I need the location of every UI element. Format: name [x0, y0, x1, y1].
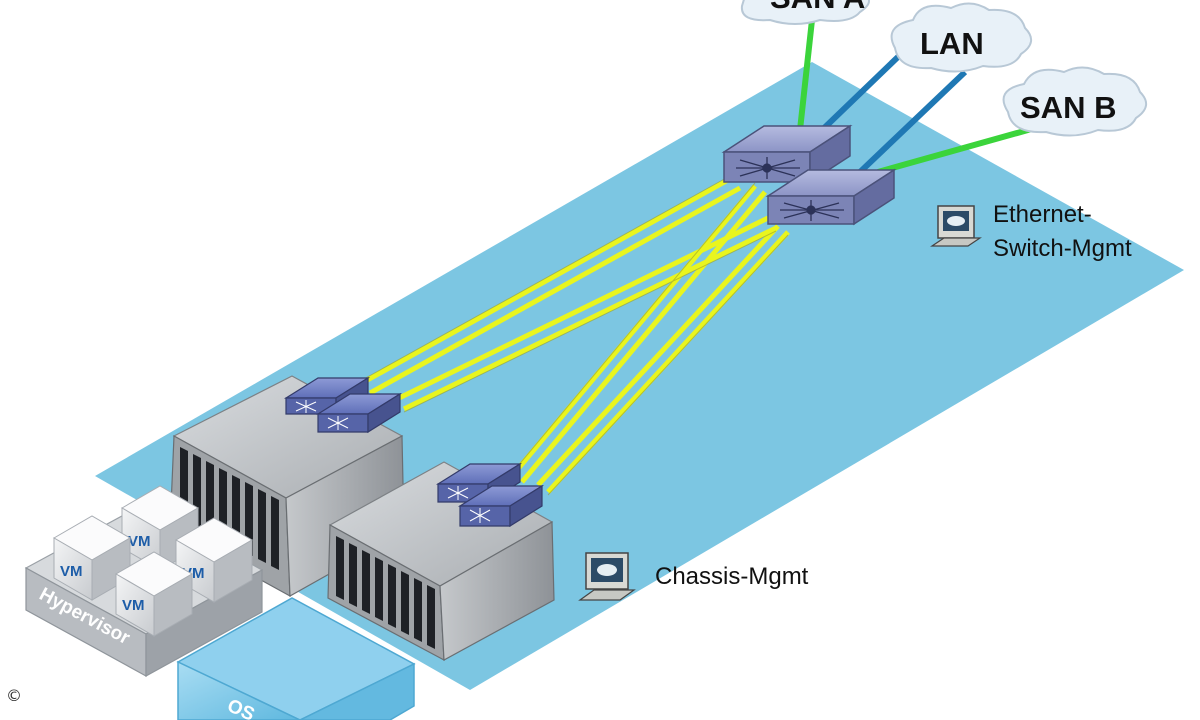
- cloud-label-san-b: SAN B: [1020, 90, 1116, 125]
- network-switch-icon: [780, 200, 844, 221]
- fabric-links: [360, 177, 790, 494]
- vm-cube-icon: [175, 517, 253, 603]
- cloud-label-san-a: SAN A: [770, 0, 865, 15]
- fabric-interconnect-icon: [447, 486, 469, 500]
- vm-label-4: VM: [122, 597, 145, 614]
- ethernet-switch-mgmt: Ethernet- Switch-Mgmt: [930, 201, 1132, 262]
- chassis-mgmt: Chassis-Mgmt: [578, 552, 809, 601]
- vm-2: VM: [53, 515, 131, 601]
- fabric-interconnect-icon: [469, 508, 491, 523]
- san-a-link: [797, 19, 815, 131]
- vm-label-2: VM: [60, 563, 83, 580]
- vm-label-1: VM: [128, 533, 151, 550]
- vm-4: VM: [115, 551, 193, 637]
- cloud-label-lan: LAN: [920, 26, 984, 61]
- cloud-san-b: SAN B: [1002, 66, 1147, 137]
- vm-3: VM: [175, 517, 253, 603]
- cloud-san-a: SAN A: [740, 0, 870, 25]
- lan-link-1: [817, 52, 903, 135]
- fabric-links-edge: [361, 176, 789, 496]
- management-console-icon: [578, 552, 636, 601]
- ethernet-mgmt-label-line1: Ethernet-: [993, 201, 1092, 228]
- fabric-interconnect-1b: [315, 392, 403, 434]
- cloud-lan: LAN: [890, 2, 1032, 73]
- vm-cube-icon: [53, 515, 131, 601]
- management-console-icon: [930, 205, 982, 247]
- fabric-interconnect-icon: [327, 416, 349, 430]
- fabric-interconnect-icon: [295, 400, 317, 413]
- copyright-mark: ©: [6, 686, 22, 705]
- san-b-link: [877, 125, 1036, 175]
- ethernet-mgmt-label-line2: Switch-Mgmt: [993, 235, 1132, 262]
- network-switch-icon: [736, 157, 800, 179]
- cloud-icon: [740, 0, 870, 25]
- lan-link-2: [857, 69, 968, 175]
- network-switch-1: [721, 124, 853, 184]
- uplinks: [797, 19, 1036, 175]
- cloud-icon: [1002, 66, 1147, 137]
- network-switch-2: [765, 168, 897, 226]
- vm-cube-icon: [115, 551, 193, 637]
- fabric-interconnect-2b: [457, 484, 545, 528]
- cloud-icon: [890, 2, 1032, 73]
- os-box: OS: [176, 597, 416, 720]
- blade-chassis-icon: [336, 536, 435, 649]
- chassis-mgmt-label: Chassis-Mgmt: [655, 563, 809, 590]
